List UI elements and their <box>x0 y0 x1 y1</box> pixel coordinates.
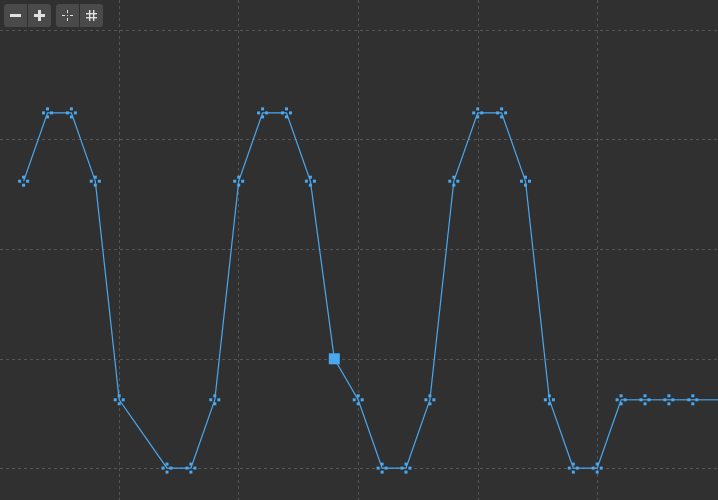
zoom-button-group <box>4 4 51 27</box>
keyframe-point[interactable] <box>65 107 77 119</box>
keyframe-point[interactable] <box>42 107 53 119</box>
toolbar <box>4 4 103 27</box>
keyframe-point[interactable] <box>567 462 579 474</box>
keyframe-point[interactable] <box>352 394 364 406</box>
keyframe-point[interactable] <box>591 462 603 474</box>
grid-icon <box>86 10 97 21</box>
keyframe-point[interactable] <box>448 175 460 187</box>
keyframe-point[interactable] <box>496 107 508 119</box>
keyframe-point[interactable] <box>520 175 531 187</box>
keyframe-point[interactable] <box>400 462 412 474</box>
keyframe-point[interactable] <box>281 107 292 119</box>
zoom-in-button[interactable] <box>28 4 51 27</box>
keyframe-point[interactable] <box>257 107 269 119</box>
plus-icon <box>34 10 45 21</box>
keyframe-point[interactable] <box>209 394 221 406</box>
minus-icon <box>10 14 21 17</box>
keyframe-point[interactable] <box>89 175 101 187</box>
zoom-out-button[interactable] <box>4 4 27 27</box>
keyframe-point[interactable] <box>663 394 675 406</box>
keyframe-point[interactable] <box>472 107 484 119</box>
keyframe-point[interactable] <box>615 394 627 406</box>
keyframe-point[interactable] <box>376 462 388 474</box>
keyframe-point[interactable] <box>18 175 30 187</box>
keyframe-point[interactable] <box>424 394 436 406</box>
keyframe-point[interactable] <box>687 394 699 406</box>
keyframe-point[interactable] <box>161 462 173 474</box>
focus-button[interactable] <box>56 4 79 27</box>
keyframe-point[interactable] <box>304 175 316 187</box>
keyframe-point[interactable] <box>543 394 555 406</box>
snap-grid-button[interactable] <box>80 4 103 27</box>
keyframe-point[interactable] <box>233 175 245 187</box>
selected-keyframe-point[interactable] <box>328 353 340 365</box>
crosshair-icon <box>62 10 73 21</box>
curve-line <box>23 112 718 469</box>
view-button-group <box>56 4 103 27</box>
keyframe-point[interactable] <box>113 394 125 406</box>
keyframe-point[interactable] <box>185 462 197 474</box>
keyframe-point[interactable] <box>639 394 651 406</box>
